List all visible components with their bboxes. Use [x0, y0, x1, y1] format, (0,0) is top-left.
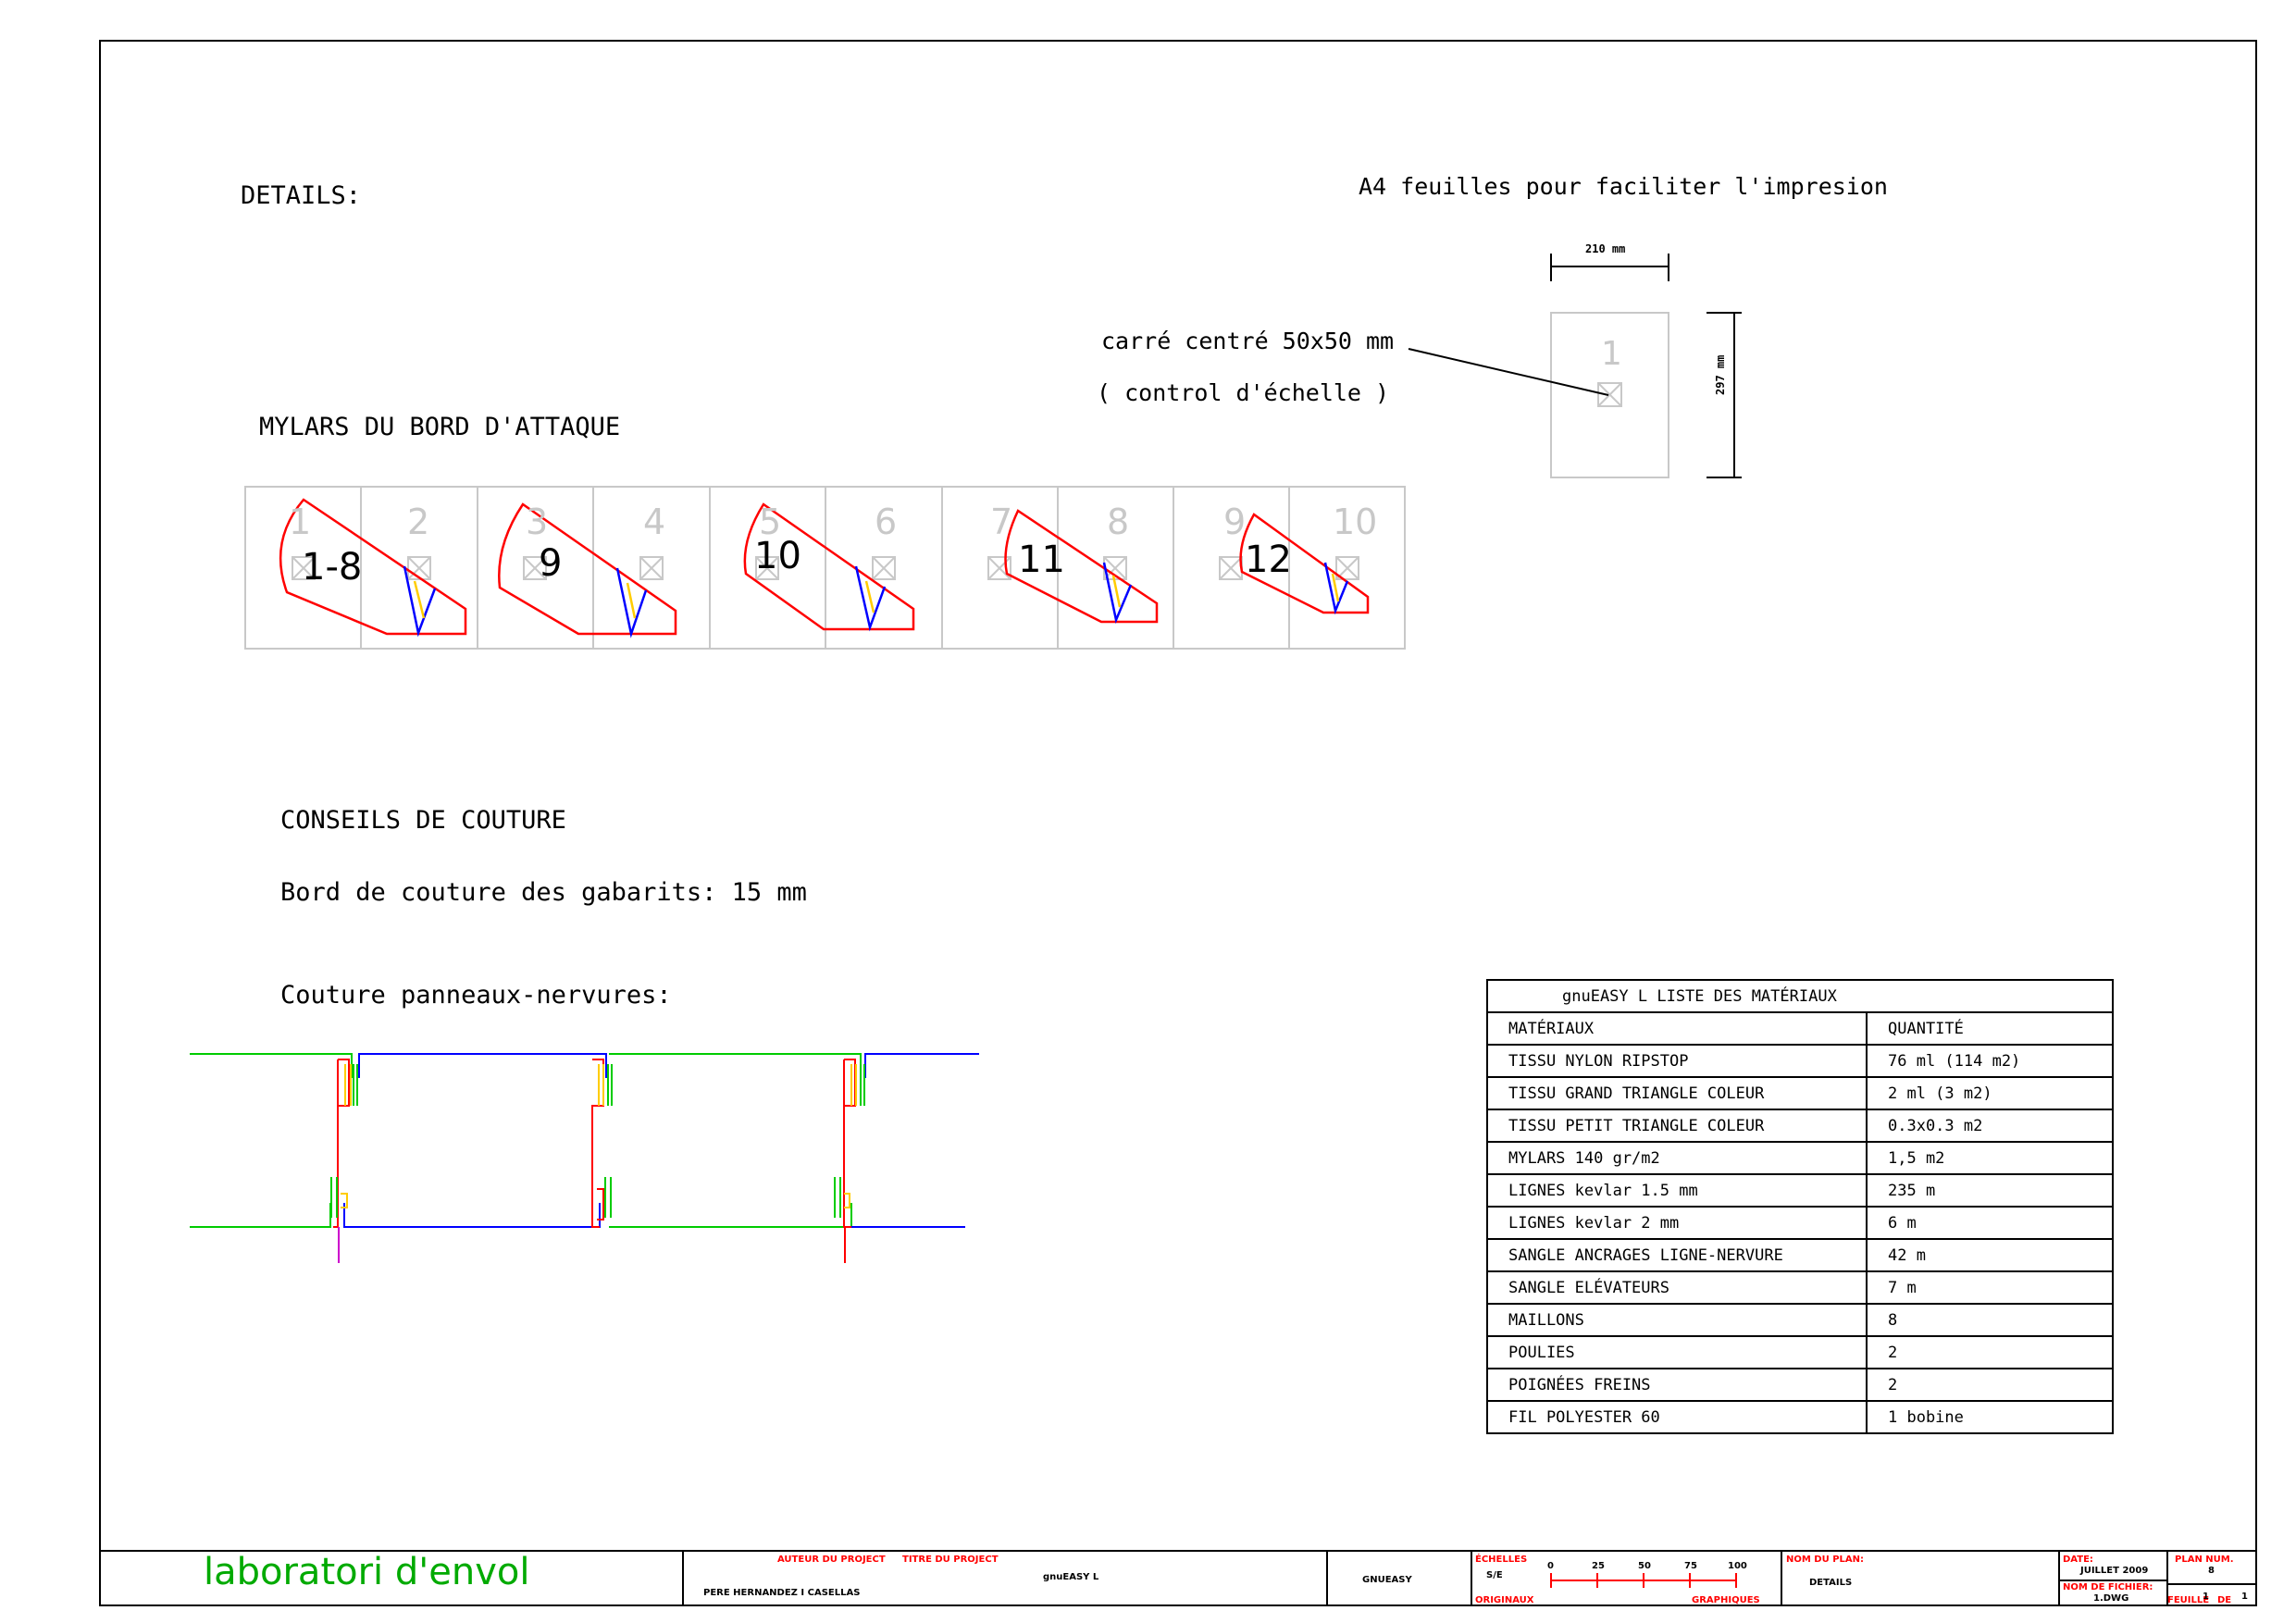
mylars-heading: MYLARS DU BORD D'ATTAQUE	[259, 413, 621, 441]
a4-width-label: 210 mm	[1585, 242, 1626, 255]
mylar-sheet-number: 8	[1107, 502, 1130, 542]
sheet-of-label: DE	[2217, 1595, 2232, 1605]
mylar-sheet-number: 6	[875, 502, 898, 542]
mylar-sheet-number: 10	[1333, 502, 1378, 542]
materials-title: gnuEASY L LISTE DES MATÉRIAUX	[1486, 979, 2114, 1013]
plan-name-value: DETAILS	[1809, 1578, 1853, 1588]
plan-num-label: PLAN NUM.	[2175, 1555, 2234, 1565]
mylar-shape-1	[279, 498, 467, 638]
author-value: PERE HERNANDEZ I CASELLAS	[703, 1588, 861, 1598]
mylar-shape-2	[498, 502, 677, 638]
sheet-number: 1	[2203, 1592, 2209, 1602]
seam-diagram	[190, 1053, 979, 1263]
sheet-frame	[99, 40, 2257, 1606]
a4-control-square	[1597, 382, 1622, 407]
scale-tick: 0	[1547, 1561, 1554, 1571]
scale-tick: 50	[1638, 1561, 1651, 1571]
a4-height-label: 297 mm	[1714, 354, 1727, 395]
mylar-label: 9	[539, 542, 563, 585]
author-label: AUTEUR DU PROJECT	[777, 1555, 886, 1565]
a4-title: A4 feuilles pour faciliter l'impresion	[1359, 173, 1888, 200]
project-title-label: TITRE DU PROJECT	[902, 1555, 999, 1565]
plan-name-label: NOM DU PLAN:	[1786, 1555, 1865, 1565]
scales-label: ÉCHELLES	[1475, 1555, 1528, 1565]
a4-page-number: 1	[1601, 335, 1622, 373]
logo-text: laboratori d'envol	[204, 1551, 530, 1593]
scale-tick: 75	[1684, 1561, 1697, 1571]
materials-col2-header: QUANTITÉ	[1866, 1011, 2114, 1046]
mylar-label: 10	[754, 535, 801, 577]
mylar-label: 11	[1018, 539, 1065, 581]
conseils-heading: CONSEILS DE COUTURE	[280, 806, 566, 835]
project-title-value: gnuEASY L	[1043, 1572, 1099, 1582]
bord-couture-text: Bord de couture des gabarits: 15 mm	[280, 878, 807, 907]
couture-heading: Couture panneaux-nervures:	[280, 981, 672, 1010]
mylar-sheet-number: 2	[407, 502, 430, 542]
details-heading: DETAILS:	[241, 181, 362, 210]
scale-value: S/E	[1486, 1570, 1503, 1580]
mylar-shape-3	[743, 502, 915, 632]
title-block-frame	[100, 1550, 2256, 1605]
a4-sheet-outline	[1550, 312, 1669, 478]
materials-col1-header: MATÉRIAUX	[1486, 1011, 1868, 1046]
mylar-shape-4	[1004, 509, 1159, 625]
materials-table: gnuEASY L LISTE DES MATÉRIAUX MATÉRIAUX …	[1486, 979, 2114, 1434]
mylar-sheet-number: 7	[990, 502, 1013, 542]
sheet-total: 1	[2241, 1592, 2248, 1602]
scale-tick: 25	[1592, 1561, 1605, 1571]
a4-leader-line	[1408, 348, 1609, 396]
mylar-sheet-number: 9	[1223, 502, 1247, 542]
mylar-shape-5	[1239, 513, 1370, 615]
mylar-label: 12	[1245, 539, 1292, 581]
mylar-label: 1-8	[302, 546, 363, 588]
project-code: GNUEASY	[1362, 1575, 1412, 1585]
plan-num-value: 8	[2208, 1566, 2215, 1576]
scale-bar	[1550, 1573, 1737, 1588]
mylar-sheet-number: 5	[759, 502, 782, 542]
mylar-sheet-number: 3	[526, 502, 549, 542]
graphics-label: GRAPHIQUES	[1692, 1595, 1760, 1605]
file-value: 1.DWG	[2093, 1593, 2129, 1604]
date-label: DATE:	[2063, 1555, 2093, 1565]
originals-label: ORIGINAUX	[1475, 1595, 1534, 1605]
mylar-sheet-number: 4	[643, 502, 666, 542]
a4-note-line2: ( control d'échelle )	[1097, 379, 1390, 406]
sheet-label: FEUILLE	[2167, 1595, 2210, 1605]
mylar-grid	[244, 486, 1406, 650]
date-value: JUILLET 2009	[2080, 1566, 2149, 1576]
file-label: NOM DE FICHIER:	[2063, 1582, 2153, 1592]
mylar-sheet-number: 1	[289, 502, 312, 542]
scale-tick: 100	[1728, 1561, 1747, 1571]
a4-note-line1: carré centré 50x50 mm	[1101, 328, 1395, 354]
